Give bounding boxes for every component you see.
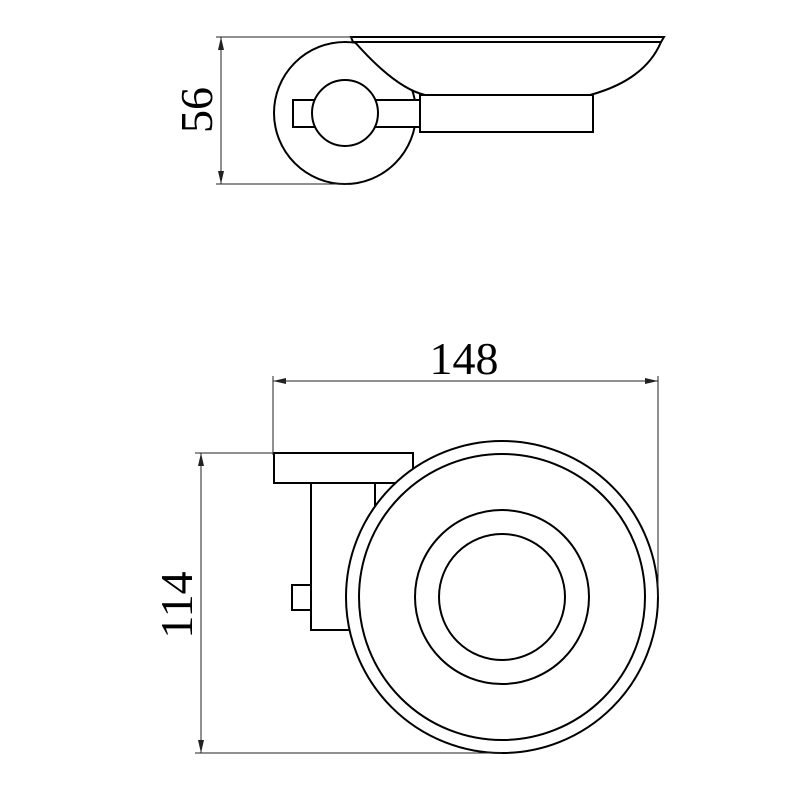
side-view: 56 [171, 36, 666, 185]
set-screw [291, 584, 312, 611]
arrow-down-icon [218, 171, 224, 184]
wall-plate [273, 452, 414, 484]
front-view: 148 114 [151, 333, 659, 754]
dish-ring [414, 509, 590, 685]
dish-holder-bar [419, 94, 594, 133]
dish-outer-rim [345, 440, 659, 754]
mount-post-circle [311, 79, 379, 147]
arrow-down-icon [198, 740, 204, 753]
dimension-label-114: 114 [151, 571, 202, 638]
arrow-up-icon [198, 453, 204, 466]
arrow-right-icon [645, 378, 658, 384]
dimension-label-148: 148 [430, 333, 499, 384]
dish-rim [349, 36, 666, 43]
arrow-up-icon [218, 37, 224, 50]
dimension-label-56: 56 [171, 87, 222, 133]
arrow-left-icon [273, 378, 286, 384]
dish-inner-rim [358, 453, 646, 741]
dish-center [438, 533, 566, 661]
